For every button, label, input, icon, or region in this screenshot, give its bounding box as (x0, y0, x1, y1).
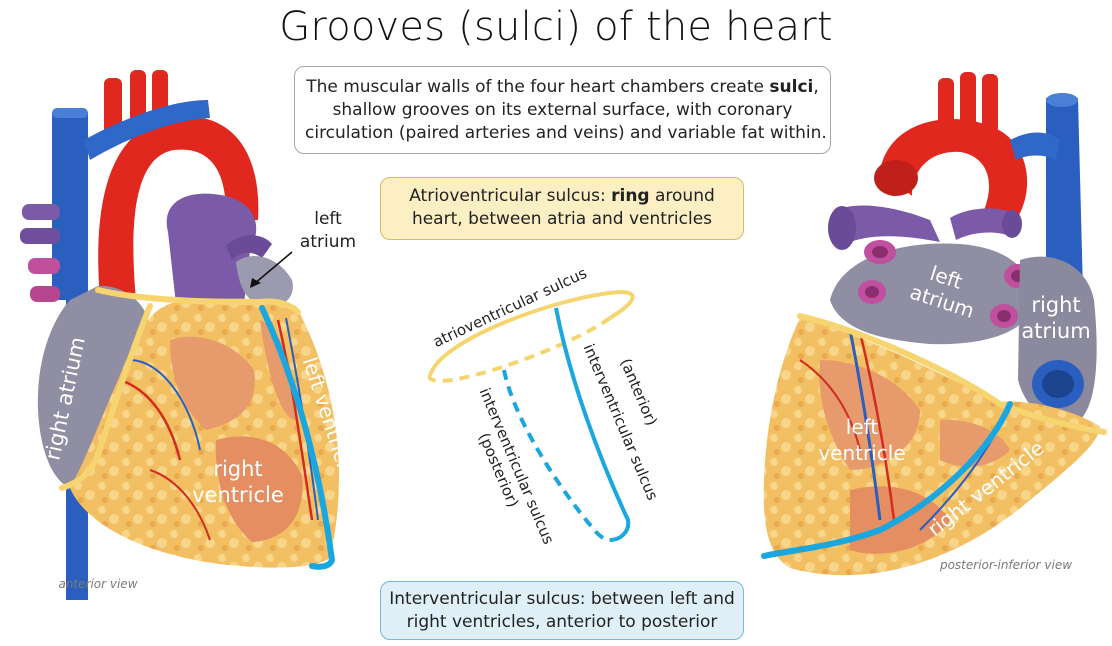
posterior-right-atrium-label-2: atrium (1021, 319, 1090, 343)
anterior-left-atrium (236, 256, 293, 306)
posterior-av-sulcus (797, 313, 1107, 435)
sulcus-schematic (427, 289, 635, 542)
av-box-line-2: heart, between atria and ventricles (411, 209, 713, 229)
iv-box-line-1: Interventricular sulcus: between left an… (389, 589, 735, 609)
iv-box-line-2: right ventricles, anterior to posterior (406, 612, 718, 632)
schematic-av-ring-front (428, 289, 635, 377)
posterior-pulmonary-artery (836, 205, 940, 244)
posterior-heart-illustration (761, 72, 1107, 576)
av-box-emphasis: ring (611, 186, 650, 206)
anterior-right-atrium (37, 285, 150, 488)
anterior-pulmonary-trunk (166, 193, 257, 304)
anterior-left-atrium-label-2: atrium (300, 232, 356, 252)
anterior-av-sulcus (59, 287, 301, 491)
intro-box: The muscular walls of the four heart cha… (294, 66, 831, 154)
anterior-right-ventricle-label-2: ventricle (192, 483, 284, 507)
anterior-heart-illustration (20, 70, 340, 600)
intro-line-3: circulation (paired arteries and veins) … (305, 123, 827, 143)
anterior-iv-sulcus (259, 305, 336, 570)
intro-emphasis: sulci (769, 77, 814, 97)
anterior-pulmonary-vein-1 (22, 204, 60, 220)
posterior-left-ventricle-label-1: left (846, 415, 879, 439)
posterior-view-caption: posterior-inferior view (939, 558, 1072, 572)
posterior-iv-sulcus (761, 401, 1013, 559)
intro-line-2: shallow grooves on its external surface,… (332, 100, 793, 120)
schematic-posterior-iv-line (502, 369, 611, 542)
left-atrium-pointer (253, 251, 293, 285)
posterior-aorta (880, 118, 1028, 220)
anterior-right-ventricle-label-1: right (213, 457, 262, 481)
page-title: Grooves (sulci) of the heart (279, 4, 833, 50)
intro-line-1: The muscular walls of the four heart cha… (306, 77, 819, 97)
anterior-pulmonary-vein-2 (28, 258, 60, 274)
av-box-line-1: Atrioventricular sulcus: ring around (409, 186, 715, 206)
anterior-view-caption: anterior view (58, 577, 137, 591)
posterior-left-atrium (830, 243, 1036, 345)
schematic-av-label: atrioventricular sulcus (430, 264, 590, 351)
av-sulcus-box: Atrioventricular sulcus: ring around hea… (380, 177, 744, 240)
anterior-aorta (98, 116, 259, 300)
anterior-left-atrium-label-1: left (314, 209, 342, 229)
posterior-left-ventricle-label-2: ventricle (818, 441, 905, 465)
schematic-anterior-iv-line (554, 307, 631, 542)
iv-sulcus-box: Interventricular sulcus: between left an… (380, 581, 744, 640)
posterior-right-atrium-label-1: right (1031, 293, 1080, 317)
schematic-av-ring-back (427, 316, 612, 383)
